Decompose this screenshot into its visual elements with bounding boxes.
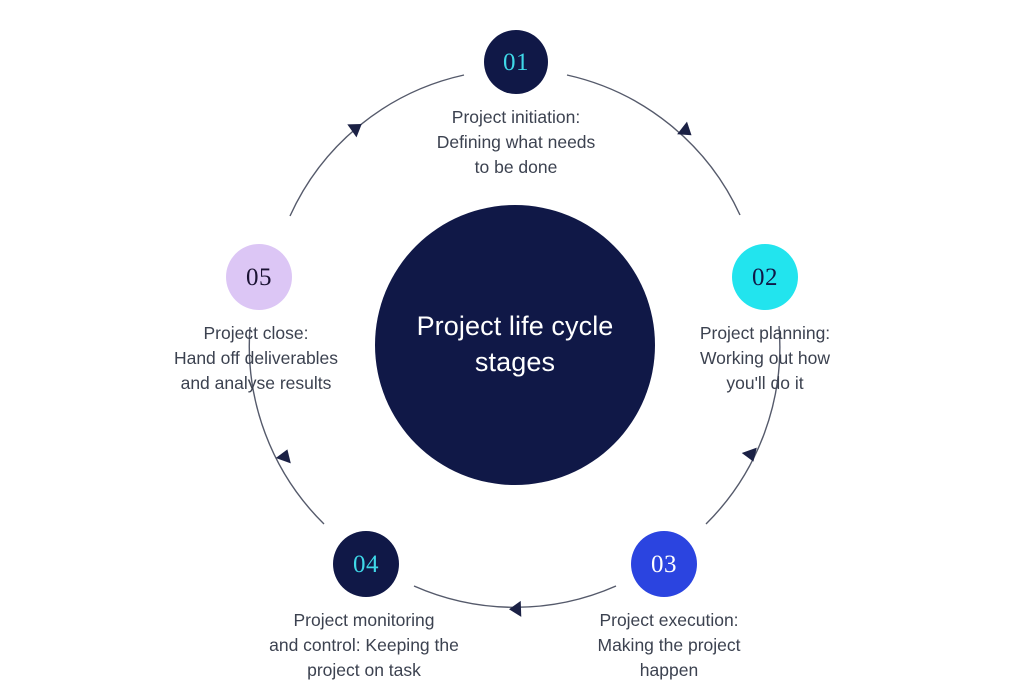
center-hub: Project life cycle stages <box>375 205 655 485</box>
arc-04-to-05 <box>248 326 325 525</box>
arc-02-to-03 <box>705 325 781 525</box>
stage-node-04[interactable]: 04 <box>333 531 399 597</box>
arc-03-to-04 <box>413 585 617 609</box>
stage-caption-05: Project close: Hand off deliverables and… <box>173 323 339 393</box>
arrowhead-01-to-02 <box>677 121 692 136</box>
stage-caption-03: Project execution: Making the project ha… <box>597 610 741 680</box>
stage-caption-04: Project monitoring and control: Keeping … <box>269 610 459 680</box>
center-hub-line-1: Project life cycle <box>416 311 614 342</box>
arrowhead-03-to-04 <box>509 600 522 617</box>
stage-number-03: 03 <box>651 550 677 578</box>
stage-caption-02: Project planning: Working out how you'll… <box>699 323 831 393</box>
arrowhead-02-to-03 <box>741 447 757 462</box>
stage-number-02: 02 <box>752 263 778 291</box>
stage-caption-01: Project initiation: Defining what needs … <box>436 107 596 177</box>
arrowhead-05-to-01 <box>347 123 362 138</box>
stage-number-05: 05 <box>246 263 272 291</box>
center-hub-label: Project life cycle stages <box>389 309 642 380</box>
stage-number-01: 01 <box>503 48 529 76</box>
stage-number-04: 04 <box>353 550 379 578</box>
arrowhead-04-to-05 <box>275 449 291 464</box>
stage-node-05[interactable]: 05 <box>226 244 292 310</box>
arc-01-to-02 <box>566 74 741 216</box>
stage-node-03[interactable]: 03 <box>631 531 697 597</box>
stage-node-01[interactable]: 01 <box>484 30 548 94</box>
stage-node-02[interactable]: 02 <box>732 244 798 310</box>
center-hub-line-2: stages <box>474 347 556 377</box>
